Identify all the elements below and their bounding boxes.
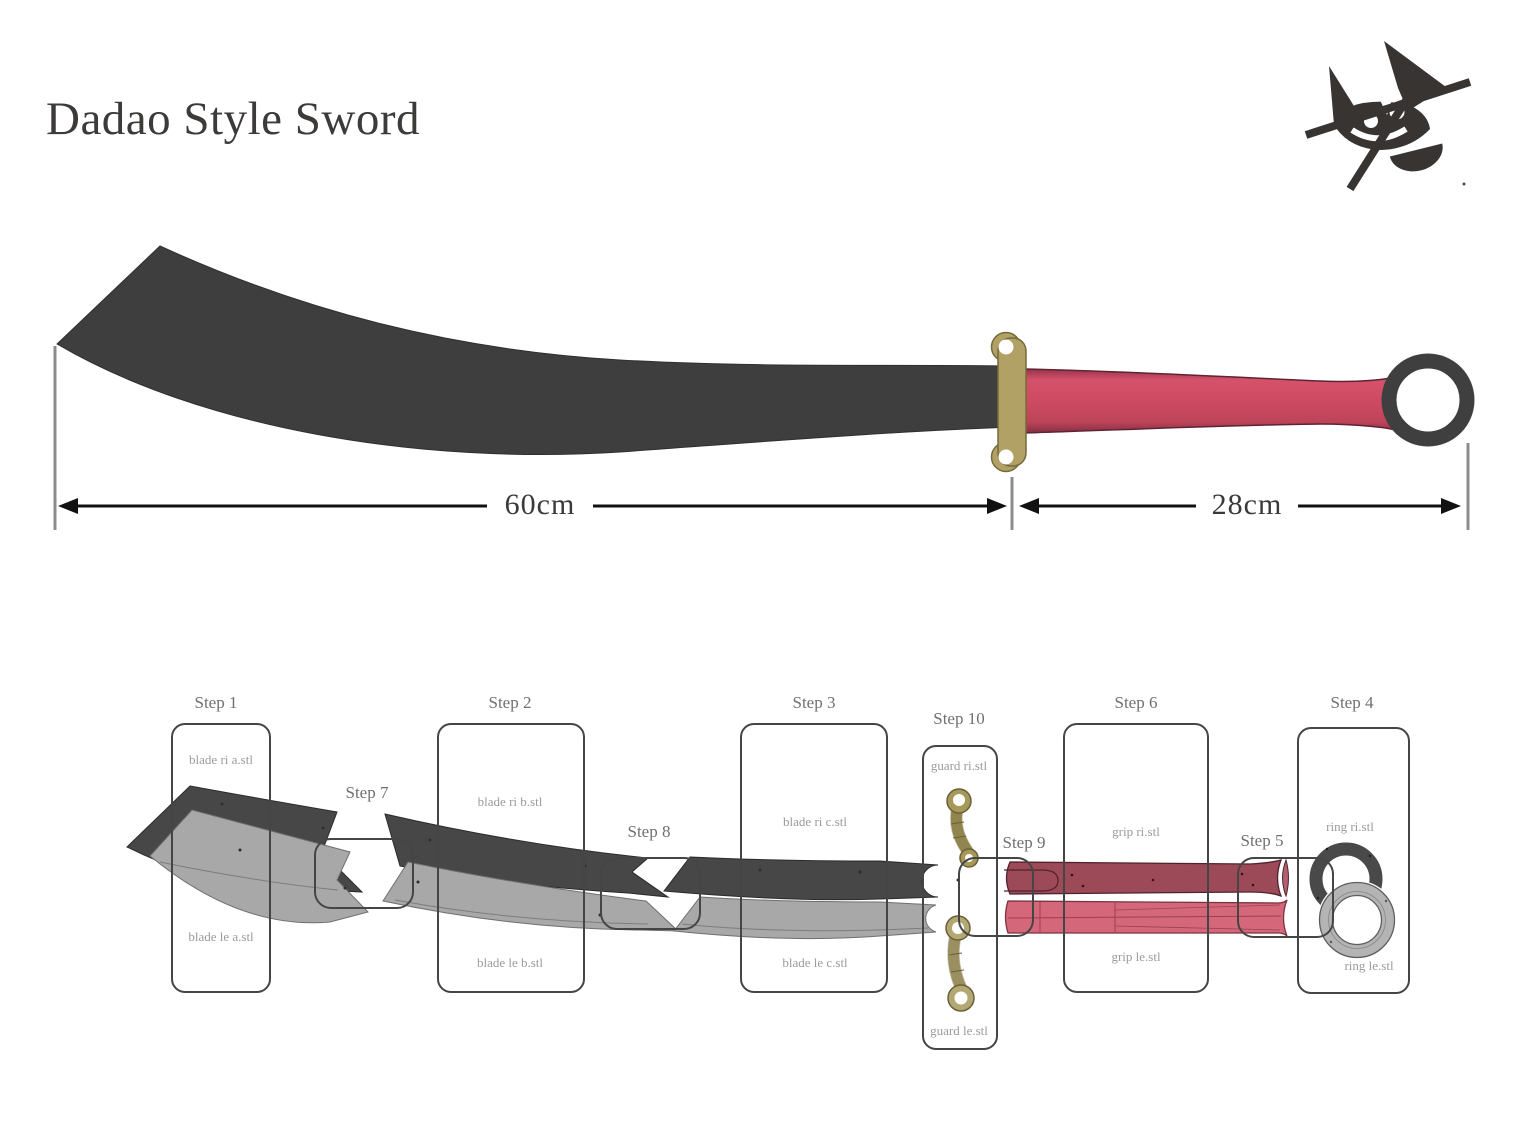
step-4-box: [1297, 727, 1410, 994]
part-ring-le: [1317, 880, 1397, 960]
step-6-label: Step 6: [1114, 693, 1158, 712]
blade-a-groove: [159, 861, 339, 891]
step-10-label: Step 10: [933, 709, 985, 728]
dimension-boundaries: [53, 346, 1470, 530]
step-9-label: Step 9: [1002, 833, 1046, 852]
step-7-box: [314, 838, 414, 909]
step-3-box: [740, 723, 888, 993]
part-label-blade-le-b: blade le b.stl: [476, 955, 544, 970]
logo-slash-steep: [1346, 69, 1428, 192]
blade-c-groove: [681, 923, 929, 932]
part-guard-le: [945, 915, 975, 1012]
part-label-blade-ri-b: blade ri b.stl: [477, 794, 543, 809]
page-title: Dadao Style Sword: [46, 93, 421, 145]
part-blade-le-a: [149, 809, 369, 924]
grip-length-label: 28cm: [1211, 488, 1283, 521]
step-5-label: Step 5: [1240, 831, 1284, 850]
part-grip-ri: [1004, 858, 1289, 898]
part-label-blade-ri-a: blade ri a.stl: [189, 752, 253, 767]
step-10-box: [922, 745, 998, 1050]
dimension-arrows: [58, 498, 1461, 514]
blade-length-label: 60cm: [504, 488, 576, 521]
part-label-blade-le-a: blade le a.stl: [188, 929, 254, 944]
part-label-grip-le: grip le.stl: [1111, 949, 1161, 964]
part-label-ring-le: ring le.stl: [1344, 958, 1394, 973]
pommel-ring: [1381, 353, 1475, 447]
step-5-box: [1237, 857, 1334, 938]
step-1-label: Step 1: [194, 693, 238, 712]
logo-dot: [1462, 182, 1466, 186]
part-guard-ri: [946, 788, 979, 868]
step-6-box: [1063, 723, 1209, 993]
logo-chin: [1389, 143, 1443, 172]
part-label-grip-ri: grip ri.stl: [1112, 824, 1160, 839]
step-7-label: Step 7: [345, 783, 389, 802]
logo-slash-shallow: [1304, 78, 1472, 139]
step-8-box: [600, 857, 701, 930]
part-label-blade-le-c: blade le c.stl: [782, 955, 848, 970]
pommel-hole: [1396, 368, 1460, 432]
step-9-box: [958, 857, 1034, 937]
step-4-label: Step 4: [1330, 693, 1374, 712]
part-label-guard-le: guard le.stl: [930, 1023, 988, 1038]
part-label-blade-ri-c: blade ri c.stl: [783, 814, 847, 829]
step-2-label: Step 2: [488, 693, 532, 712]
step-1-box: [171, 723, 271, 993]
part-label-ring-ri: ring ri.stl: [1326, 819, 1374, 834]
step-8-label: Step 8: [627, 822, 671, 841]
step-3-label: Step 3: [792, 693, 836, 712]
sword-guard: [990, 331, 1027, 473]
step-2-box: [437, 723, 585, 993]
part-label-guard-ri: guard ri.stl: [930, 758, 988, 773]
